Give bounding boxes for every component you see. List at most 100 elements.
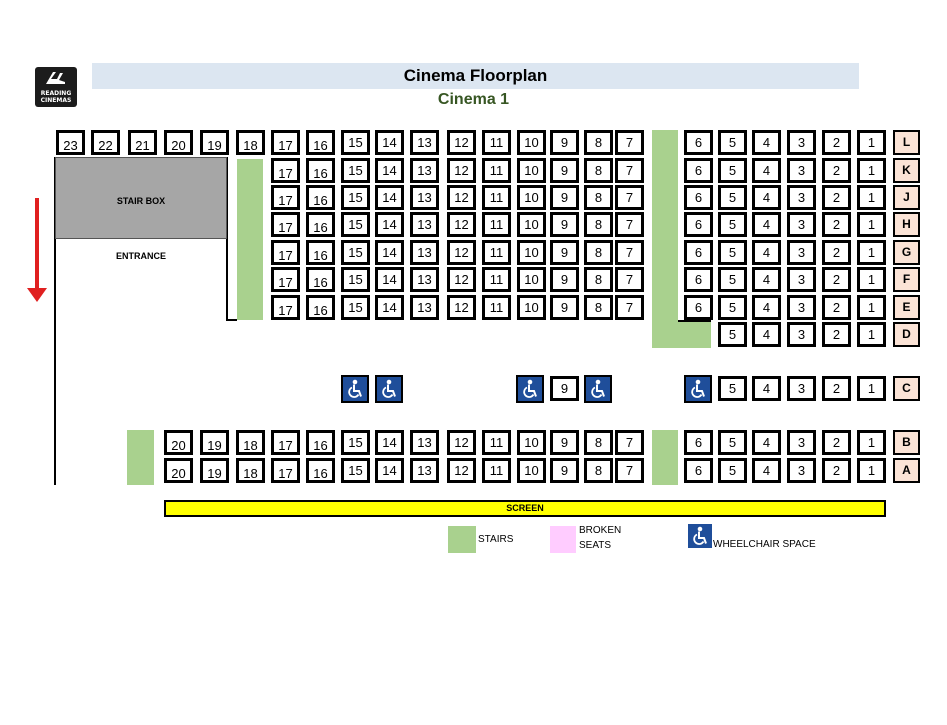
seat-C-9[interactable]: 9 — [550, 376, 579, 401]
seat-F-6[interactable]: 6 — [684, 267, 713, 292]
seat-G-9[interactable]: 9 — [550, 240, 579, 265]
seat-F-13[interactable]: 13 — [410, 267, 439, 292]
seat-H-3[interactable]: 3 — [787, 212, 816, 237]
seat-K-15[interactable]: 15 — [341, 158, 370, 183]
seat-E-8[interactable]: 8 — [584, 295, 613, 320]
seat-E-4[interactable]: 4 — [752, 295, 781, 320]
seat-A-10[interactable]: 10 — [517, 458, 546, 483]
seat-E-2[interactable]: 2 — [822, 295, 851, 320]
seat-K-13[interactable]: 13 — [410, 158, 439, 183]
seat-K-12[interactable]: 12 — [447, 158, 476, 183]
seat-K-17[interactable]: 17 — [271, 158, 300, 183]
seat-J-9[interactable]: 9 — [550, 185, 579, 210]
seat-A-19[interactable]: 19 — [200, 458, 229, 483]
seat-C-4[interactable]: 4 — [752, 376, 781, 401]
seat-H-16[interactable]: 16 — [306, 212, 335, 237]
seat-L-4[interactable]: 4 — [752, 130, 781, 155]
seat-K-1[interactable]: 1 — [857, 158, 886, 183]
seat-C-1[interactable]: 1 — [857, 376, 886, 401]
seat-L-19[interactable]: 19 — [200, 130, 229, 155]
seat-B-19[interactable]: 19 — [200, 430, 229, 455]
seat-F-1[interactable]: 1 — [857, 267, 886, 292]
seat-G-7[interactable]: 7 — [615, 240, 644, 265]
seat-G-5[interactable]: 5 — [718, 240, 747, 265]
seat-J-14[interactable]: 14 — [375, 185, 404, 210]
seat-C-2[interactable]: 2 — [822, 376, 851, 401]
seat-A-14[interactable]: 14 — [375, 458, 404, 483]
seat-J-8[interactable]: 8 — [584, 185, 613, 210]
seat-H-6[interactable]: 6 — [684, 212, 713, 237]
seat-F-14[interactable]: 14 — [375, 267, 404, 292]
seat-F-16[interactable]: 16 — [306, 267, 335, 292]
seat-F-3[interactable]: 3 — [787, 267, 816, 292]
seat-J-4[interactable]: 4 — [752, 185, 781, 210]
seat-B-16[interactable]: 16 — [306, 430, 335, 455]
seat-H-12[interactable]: 12 — [447, 212, 476, 237]
seat-K-4[interactable]: 4 — [752, 158, 781, 183]
seat-L-20[interactable]: 20 — [164, 130, 193, 155]
seat-L-6[interactable]: 6 — [684, 130, 713, 155]
seat-G-11[interactable]: 11 — [482, 240, 511, 265]
seat-F-17[interactable]: 17 — [271, 267, 300, 292]
seat-L-11[interactable]: 11 — [482, 130, 511, 155]
seat-A-3[interactable]: 3 — [787, 458, 816, 483]
seat-D-5[interactable]: 5 — [718, 322, 747, 347]
seat-L-18[interactable]: 18 — [236, 130, 265, 155]
seat-A-9[interactable]: 9 — [550, 458, 579, 483]
wheelchair-space-C-1[interactable] — [341, 375, 369, 403]
seat-F-5[interactable]: 5 — [718, 267, 747, 292]
seat-A-17[interactable]: 17 — [271, 458, 300, 483]
seat-L-9[interactable]: 9 — [550, 130, 579, 155]
seat-K-10[interactable]: 10 — [517, 158, 546, 183]
seat-L-8[interactable]: 8 — [584, 130, 613, 155]
wheelchair-space-C-2[interactable] — [375, 375, 403, 403]
seat-J-7[interactable]: 7 — [615, 185, 644, 210]
seat-L-15[interactable]: 15 — [341, 130, 370, 155]
seat-L-21[interactable]: 21 — [128, 130, 157, 155]
seat-E-5[interactable]: 5 — [718, 295, 747, 320]
seat-L-23[interactable]: 23 — [56, 130, 85, 155]
seat-B-4[interactable]: 4 — [752, 430, 781, 455]
seat-J-6[interactable]: 6 — [684, 185, 713, 210]
seat-L-7[interactable]: 7 — [615, 130, 644, 155]
seat-J-17[interactable]: 17 — [271, 185, 300, 210]
seat-G-16[interactable]: 16 — [306, 240, 335, 265]
seat-E-15[interactable]: 15 — [341, 295, 370, 320]
seat-B-3[interactable]: 3 — [787, 430, 816, 455]
seat-B-1[interactable]: 1 — [857, 430, 886, 455]
seat-A-20[interactable]: 20 — [164, 458, 193, 483]
seat-J-16[interactable]: 16 — [306, 185, 335, 210]
seat-E-9[interactable]: 9 — [550, 295, 579, 320]
seat-E-17[interactable]: 17 — [271, 295, 300, 320]
seat-B-7[interactable]: 7 — [615, 430, 644, 455]
seat-L-14[interactable]: 14 — [375, 130, 404, 155]
seat-B-13[interactable]: 13 — [410, 430, 439, 455]
seat-D-2[interactable]: 2 — [822, 322, 851, 347]
seat-B-20[interactable]: 20 — [164, 430, 193, 455]
seat-E-7[interactable]: 7 — [615, 295, 644, 320]
seat-K-6[interactable]: 6 — [684, 158, 713, 183]
seat-L-17[interactable]: 17 — [271, 130, 300, 155]
seat-L-22[interactable]: 22 — [91, 130, 120, 155]
seat-H-2[interactable]: 2 — [822, 212, 851, 237]
seat-B-15[interactable]: 15 — [341, 430, 370, 455]
seat-J-5[interactable]: 5 — [718, 185, 747, 210]
seat-J-1[interactable]: 1 — [857, 185, 886, 210]
seat-E-6[interactable]: 6 — [684, 295, 713, 320]
wheelchair-space-C-4[interactable] — [584, 375, 612, 403]
seat-G-17[interactable]: 17 — [271, 240, 300, 265]
seat-A-13[interactable]: 13 — [410, 458, 439, 483]
seat-L-2[interactable]: 2 — [822, 130, 851, 155]
seat-K-2[interactable]: 2 — [822, 158, 851, 183]
seat-A-1[interactable]: 1 — [857, 458, 886, 483]
seat-A-18[interactable]: 18 — [236, 458, 265, 483]
seat-L-16[interactable]: 16 — [306, 130, 335, 155]
seat-G-12[interactable]: 12 — [447, 240, 476, 265]
seat-K-16[interactable]: 16 — [306, 158, 335, 183]
seat-H-13[interactable]: 13 — [410, 212, 439, 237]
seat-F-8[interactable]: 8 — [584, 267, 613, 292]
seat-L-3[interactable]: 3 — [787, 130, 816, 155]
seat-K-9[interactable]: 9 — [550, 158, 579, 183]
seat-G-3[interactable]: 3 — [787, 240, 816, 265]
seat-D-3[interactable]: 3 — [787, 322, 816, 347]
